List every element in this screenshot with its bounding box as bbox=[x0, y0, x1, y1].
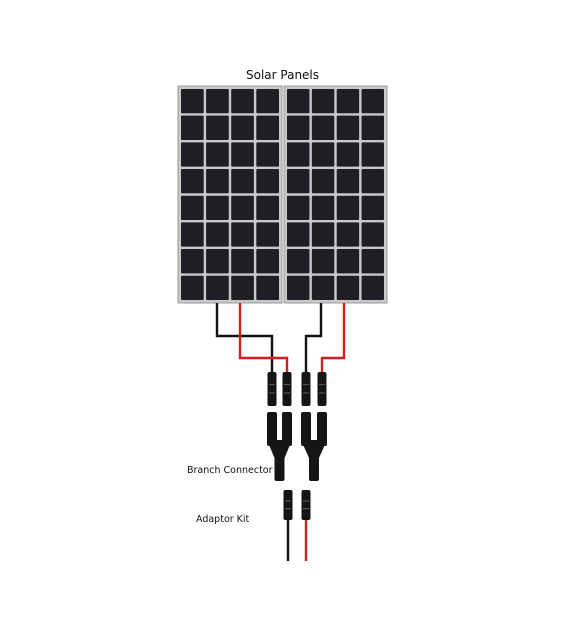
branch-connector-label: Branch Connector bbox=[187, 465, 273, 476]
panel-cell bbox=[231, 169, 254, 194]
panel-cell bbox=[336, 222, 360, 247]
panel-cell bbox=[256, 169, 279, 194]
branch-connector-positive bbox=[301, 412, 327, 481]
panel-cell bbox=[231, 249, 254, 274]
panel-cell bbox=[181, 195, 204, 220]
panel-cell bbox=[181, 142, 204, 167]
solar-panel-2 bbox=[283, 85, 388, 304]
panel-cell bbox=[231, 142, 254, 167]
panel-cell bbox=[336, 275, 360, 300]
panel-cell bbox=[361, 222, 384, 247]
panel-cell bbox=[311, 115, 335, 140]
panel-cell bbox=[361, 275, 384, 300]
panel-cell bbox=[311, 249, 335, 274]
panel-cell bbox=[231, 115, 254, 140]
panel-cell bbox=[287, 115, 310, 140]
panel-cell bbox=[311, 89, 335, 114]
panel-cell bbox=[231, 89, 254, 114]
panel-cell bbox=[206, 142, 229, 167]
panel-cell bbox=[361, 89, 384, 114]
panel-cell bbox=[311, 195, 335, 220]
panel-cell bbox=[206, 89, 229, 114]
panel-1-positive-wire bbox=[238, 303, 289, 372]
panel-cell bbox=[361, 195, 384, 220]
panel-cell bbox=[181, 89, 204, 114]
panel-cell bbox=[206, 249, 229, 274]
panel-cell bbox=[206, 169, 229, 194]
adaptor-negative bbox=[283, 490, 293, 520]
panel-cell bbox=[287, 89, 310, 114]
panel-cell bbox=[256, 249, 279, 274]
panel-cell bbox=[336, 169, 360, 194]
panel-cell bbox=[181, 275, 204, 300]
mc4-connector-4 bbox=[317, 372, 327, 406]
panel-cell bbox=[181, 169, 204, 194]
panel-cell bbox=[287, 249, 310, 274]
panel-cell bbox=[287, 275, 310, 300]
panel-cell bbox=[336, 115, 360, 140]
panel-cell bbox=[231, 195, 254, 220]
solar-panel-1 bbox=[177, 85, 283, 304]
panel-cell bbox=[336, 142, 360, 167]
panel-cell bbox=[336, 249, 360, 274]
panel-cell bbox=[311, 222, 335, 247]
panel-cell bbox=[231, 275, 254, 300]
panel-cell bbox=[361, 142, 384, 167]
panel-cell bbox=[287, 169, 310, 194]
panel-cell bbox=[287, 195, 310, 220]
mc4-connector-2 bbox=[282, 372, 292, 406]
panel-cell bbox=[206, 195, 229, 220]
panel-cell bbox=[181, 249, 204, 274]
panel-cell bbox=[361, 115, 384, 140]
panel-cell bbox=[287, 222, 310, 247]
diagram-title: Solar Panels bbox=[246, 68, 320, 82]
panel-cell bbox=[181, 115, 204, 140]
panel-cell bbox=[206, 275, 229, 300]
panel-cell bbox=[256, 222, 279, 247]
panel-cell bbox=[206, 222, 229, 247]
panel-cell bbox=[256, 142, 279, 167]
panel-2-positive-wire bbox=[320, 303, 346, 372]
panel-2-negative-wire bbox=[304, 303, 323, 372]
panel-cell bbox=[361, 169, 384, 194]
connectors-layer bbox=[267, 372, 327, 520]
panel-cell bbox=[336, 89, 360, 114]
panel-cell bbox=[256, 195, 279, 220]
panel-cell bbox=[287, 142, 310, 167]
adaptor-kit-label: Adaptor Kit bbox=[196, 514, 250, 525]
branch-connector-negative bbox=[267, 412, 292, 481]
panel-cell bbox=[181, 222, 204, 247]
adaptor-positive bbox=[301, 490, 311, 520]
panel-cell bbox=[256, 115, 279, 140]
panel-cell bbox=[311, 275, 335, 300]
wires-layer bbox=[215, 303, 346, 561]
panels-layer bbox=[177, 85, 388, 304]
panel-cell bbox=[336, 195, 360, 220]
mc4-connector-3 bbox=[301, 372, 311, 406]
panel-cell bbox=[256, 89, 279, 114]
panel-cell bbox=[231, 222, 254, 247]
panel-cell bbox=[206, 115, 229, 140]
mc4-connector-1 bbox=[267, 372, 277, 406]
panel-cell bbox=[256, 275, 279, 300]
panel-1-negative-wire bbox=[215, 303, 274, 372]
panel-cell bbox=[311, 142, 335, 167]
panel-cell bbox=[361, 249, 384, 274]
panel-cell bbox=[311, 169, 335, 194]
